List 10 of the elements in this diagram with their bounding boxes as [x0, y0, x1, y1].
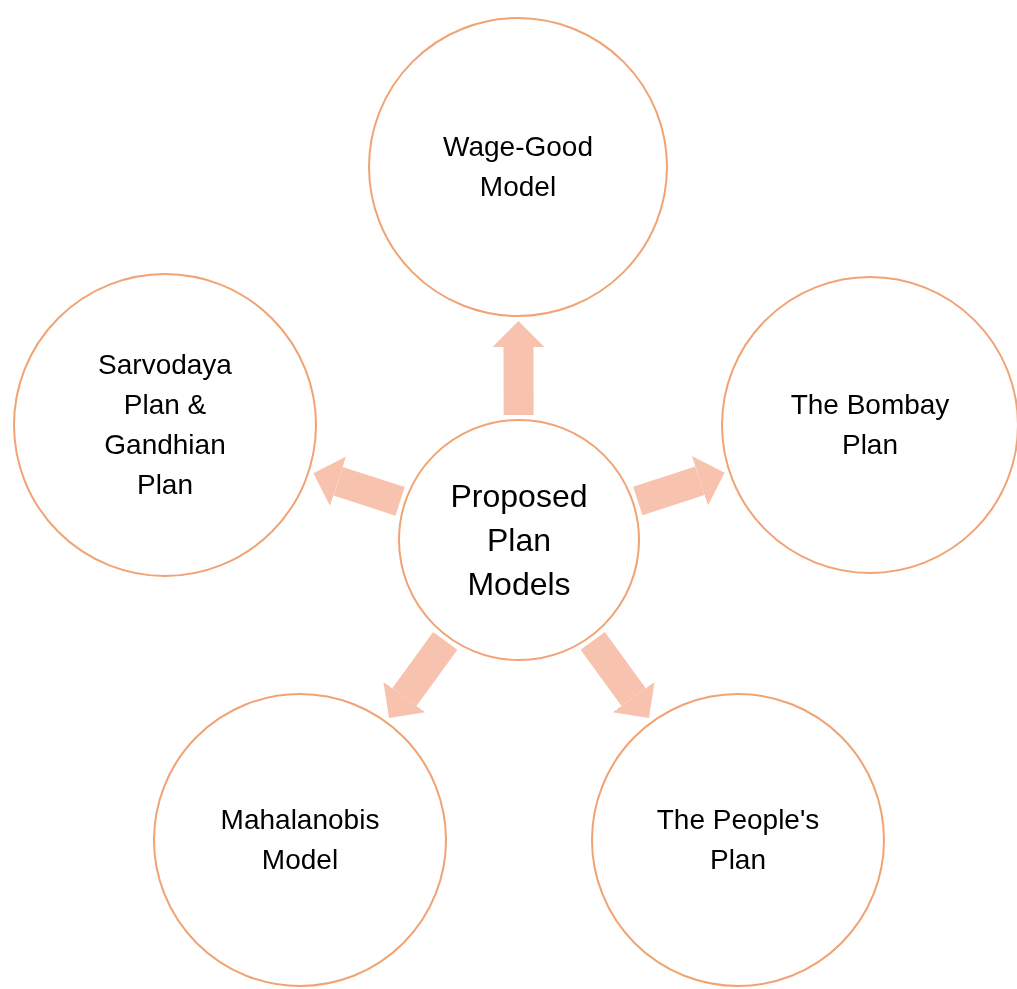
node-label: Mahalanobis Model — [219, 803, 381, 877]
block-arrow — [580, 632, 655, 719]
node-label: Wage-Good Model — [442, 130, 594, 204]
block-arrow — [313, 456, 405, 516]
node-label: Proposed Plan Models — [449, 477, 589, 604]
block-arrow — [633, 456, 725, 516]
node-label: The Bombay Plan — [789, 388, 951, 462]
node-label: Sarvodaya Plan & Gandhian Plan — [97, 348, 233, 502]
block-arrow — [492, 321, 545, 415]
node-label: The People's Plan — [655, 803, 821, 877]
